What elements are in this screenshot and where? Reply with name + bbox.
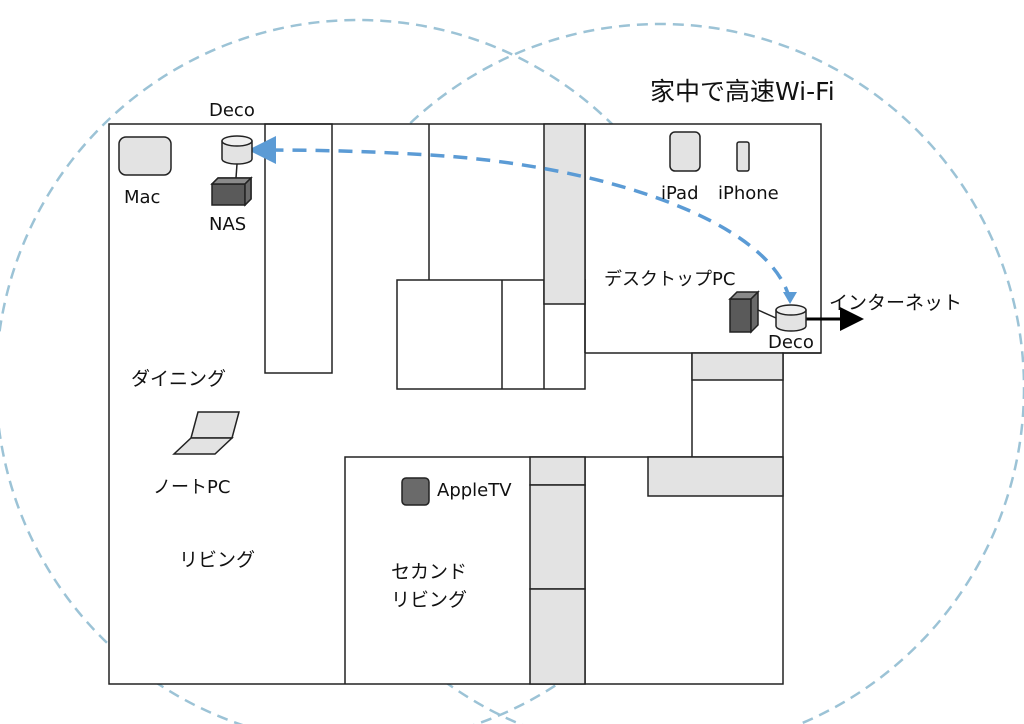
desktop-pc-label: デスクトップPC <box>604 269 736 290</box>
furniture <box>529 123 784 685</box>
router-cylinder-icon-right <box>775 304 807 332</box>
shelf-vertical-bottom-3 <box>529 588 586 685</box>
mesh-link-arrowhead-down <box>783 292 797 304</box>
corridor-left <box>264 123 333 374</box>
nas-label: NAS <box>209 214 247 235</box>
shelf-vertical-bottom-2 <box>529 484 586 590</box>
notebook-pc-label: ノートPC <box>153 477 231 498</box>
internet-label: インターネット <box>829 292 963 314</box>
diagram-title: 家中で高速Wi-Fi <box>650 77 835 106</box>
shelf-vertical-top <box>543 123 586 305</box>
second-living-wall <box>344 456 783 684</box>
deco-left-label: Deco <box>209 100 255 121</box>
phone-icon <box>736 141 750 172</box>
laptop-icon <box>172 411 240 455</box>
tablet-icon <box>669 131 701 172</box>
shelf-right-small <box>691 352 784 381</box>
server-box-icon <box>210 176 253 207</box>
shelf-vertical-bottom-1 <box>529 456 586 486</box>
tv-box-icon <box>401 477 430 506</box>
mac-label: Mac <box>124 187 161 208</box>
iphone-label: iPhone <box>718 183 779 204</box>
mesh-link-arrow <box>248 136 792 301</box>
room-dining-label: ダイニング <box>131 368 227 390</box>
room-second-living-line2: リビング <box>391 589 468 611</box>
shelf-right-wide <box>647 456 784 497</box>
tower-pc-icon <box>728 290 777 334</box>
room-living-label: リビング <box>179 549 256 571</box>
router-cylinder-icon <box>221 135 253 179</box>
appletv-label: AppleTV <box>437 480 512 501</box>
mac-icon <box>118 136 172 176</box>
deco-right-label: Deco <box>768 332 814 353</box>
room-second-living-line1: セカンド <box>391 561 468 583</box>
ipad-label: iPad <box>661 183 699 204</box>
